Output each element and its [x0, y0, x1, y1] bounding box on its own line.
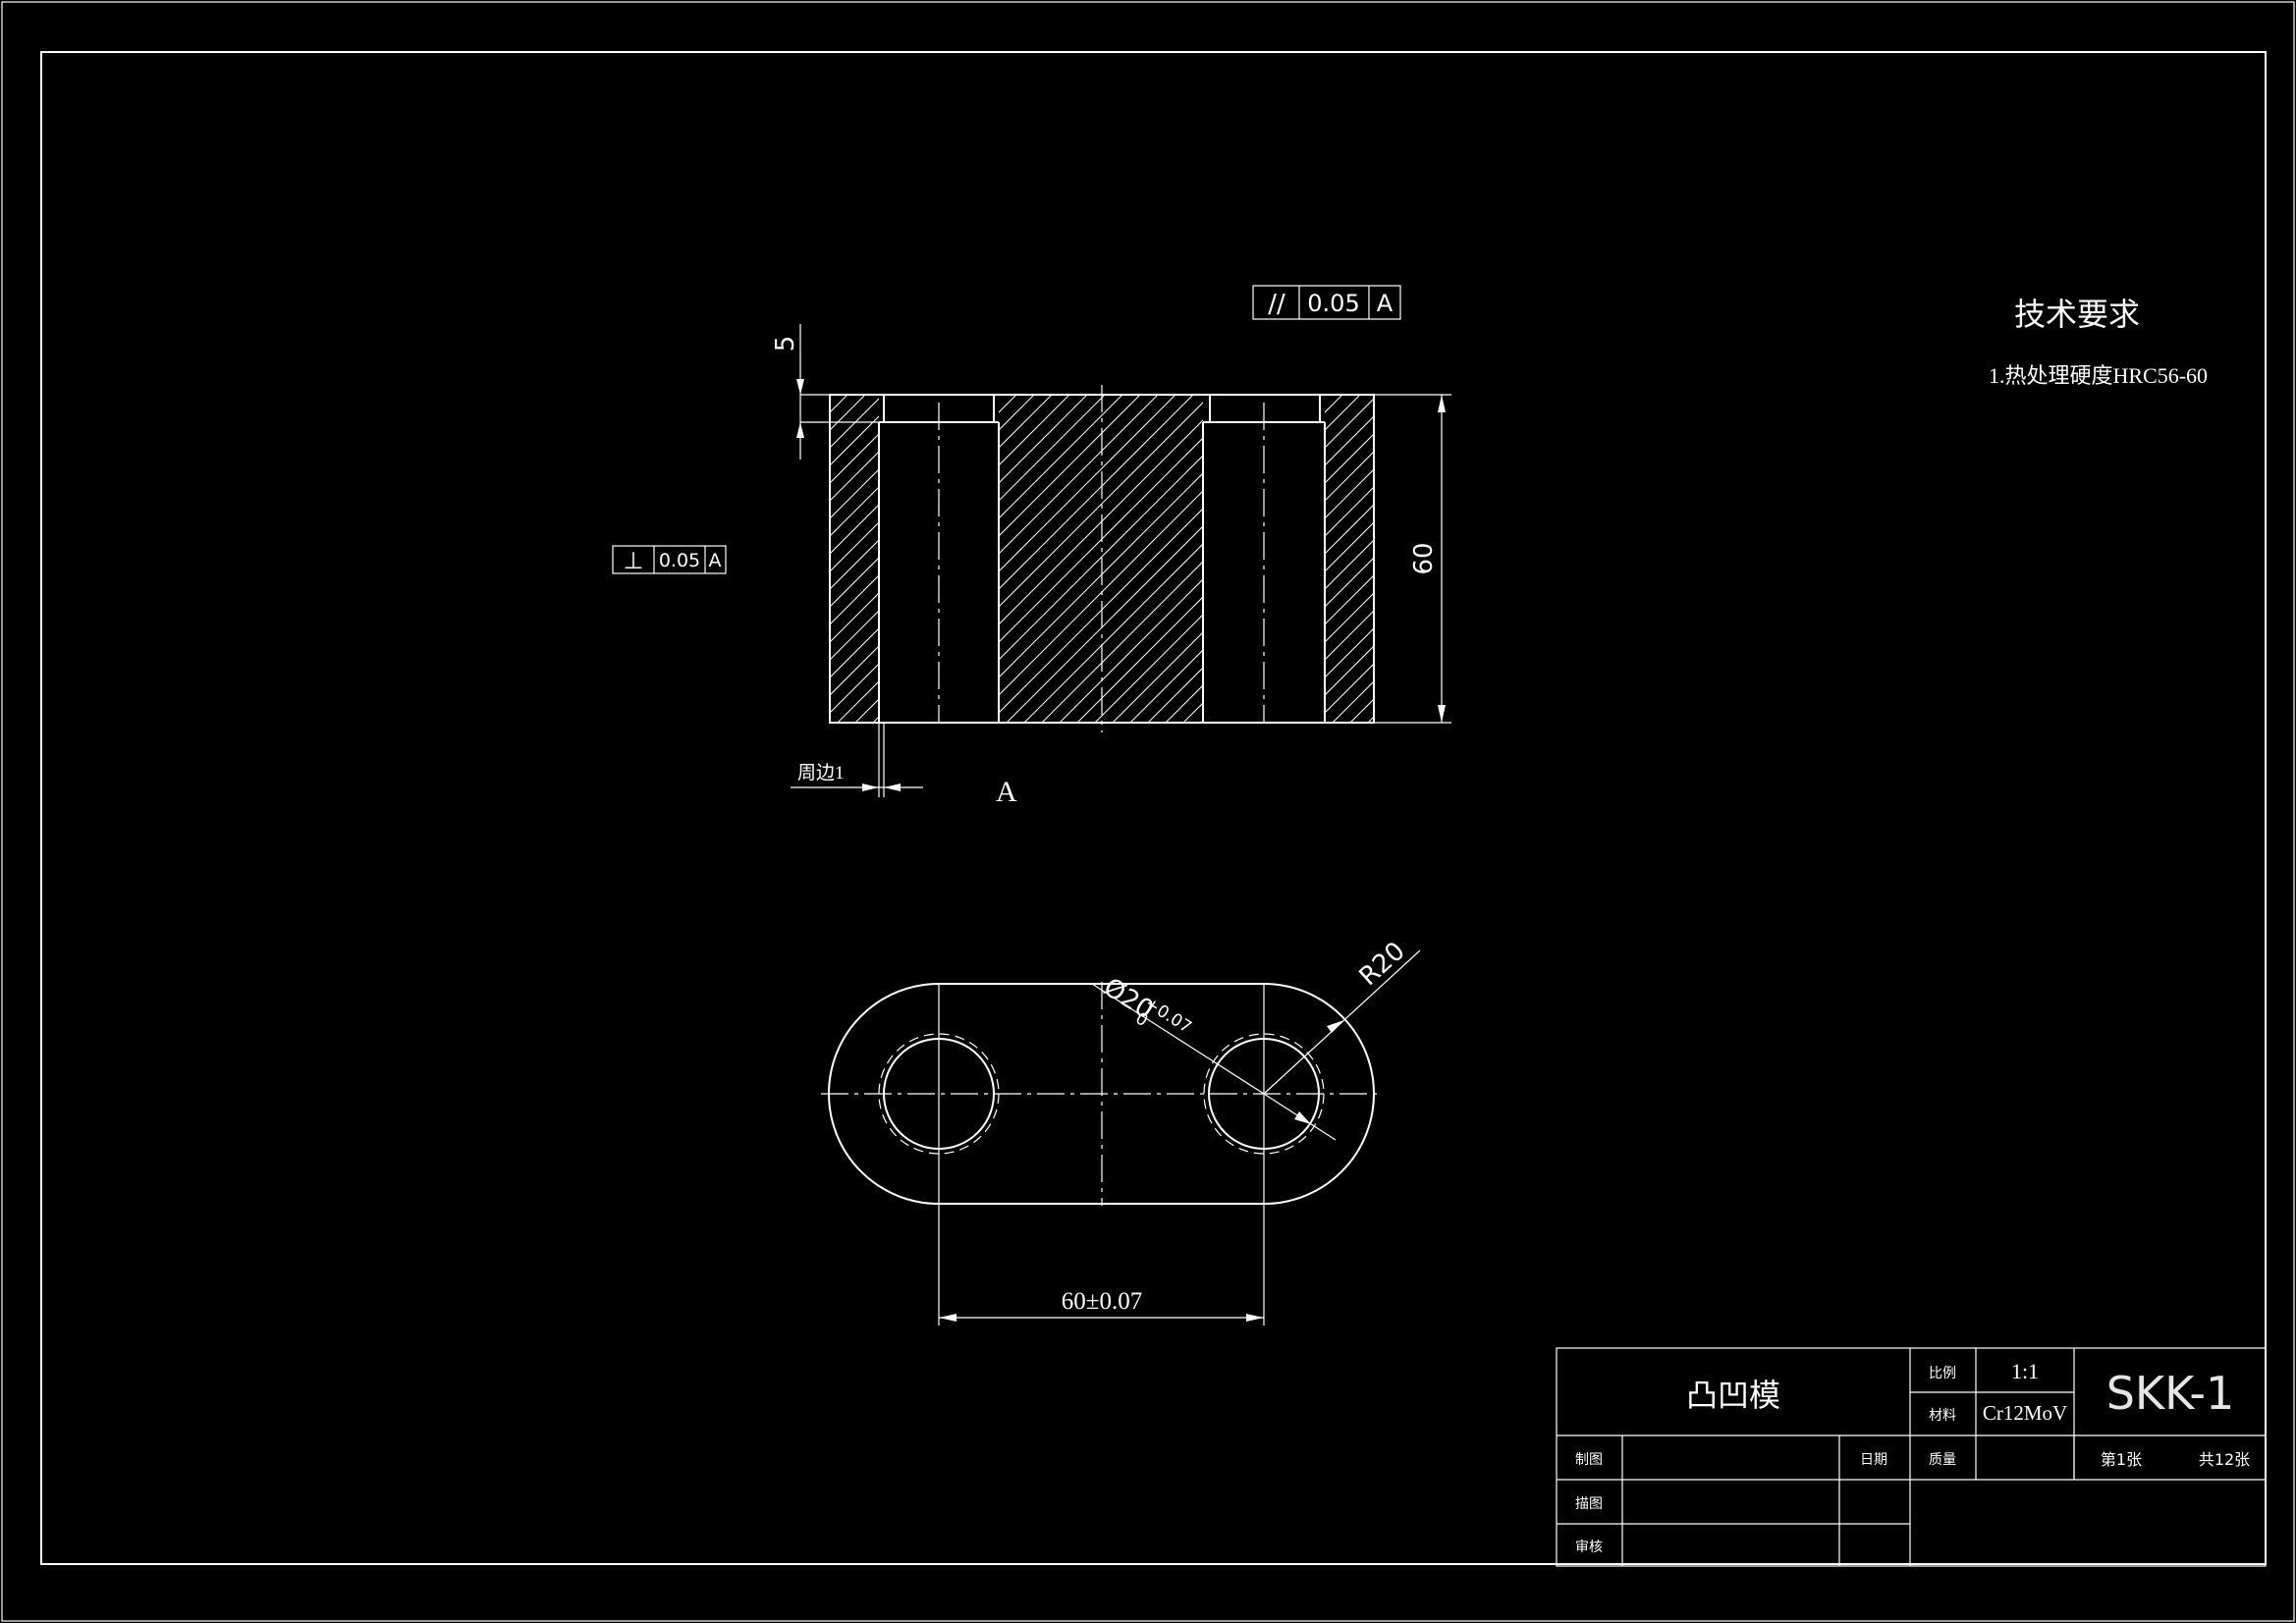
hatch-line: [1325, 521, 1374, 572]
hatch-line: [999, 395, 1159, 555]
sheet-total: 共12张: [2199, 1450, 2250, 1469]
fcf-par-value: 0.05: [1307, 290, 1359, 317]
hatch-line: [830, 539, 879, 590]
scale-label: 比例: [1929, 1366, 1956, 1381]
hatch-line: [830, 663, 879, 714]
hatch-line: [999, 490, 1203, 696]
perpendicularity-icon: ⊥: [624, 547, 644, 574]
drawing-number: SKK-1: [2106, 1367, 2235, 1420]
hatch-line: [1041, 561, 1203, 723]
material-value: Cr12MoV: [1983, 1401, 2067, 1425]
right-counterbore: [1209, 395, 1321, 423]
hatch-line: [999, 395, 1088, 484]
dim-height: 60: [1409, 542, 1439, 574]
dim-radius: R20: [1354, 937, 1411, 993]
hatch-line: [1332, 680, 1374, 723]
fcf-parallelism: // 0.05 A: [1252, 285, 1401, 320]
fcf-perp-value: 0.05: [659, 550, 700, 571]
hatch-line: [1076, 596, 1203, 723]
hatch-line: [1165, 684, 1203, 723]
hatch-line: [1325, 415, 1374, 466]
drawn-by-label: 制图: [1575, 1452, 1603, 1468]
hatch-line: [1200, 720, 1203, 723]
hatch-line: [999, 402, 1203, 608]
datum-label: A: [996, 776, 1017, 808]
hatch-line: [1023, 543, 1203, 723]
hatch-line: [1325, 451, 1374, 502]
hatch-line: [999, 455, 1203, 661]
section-hatching: [830, 395, 1374, 723]
hatch-line: [999, 472, 1203, 678]
tech-requirements-item: 1.热处理硬度HRC56-60: [1989, 363, 2208, 388]
hatch-line: [1325, 395, 1326, 396]
dim-perimeter: 周边1: [797, 762, 845, 784]
material-label: 材料: [1929, 1408, 1956, 1424]
hatch-line: [830, 627, 879, 678]
hatch-line: [830, 395, 866, 431]
hatch-line: [1325, 395, 1361, 431]
hatch-line: [999, 395, 1070, 466]
hatch-line: [999, 395, 1141, 537]
hatch-line: [872, 716, 879, 723]
fcf-perp-datum: A: [709, 550, 722, 571]
hatch-line: [830, 645, 879, 696]
hatch-line: [1325, 468, 1374, 519]
hatch-line: [830, 451, 879, 502]
hatch-line: [1129, 649, 1203, 723]
hatch-line: [999, 508, 1203, 714]
scale-value: 1:1: [2011, 1359, 2039, 1383]
sheet-inner-border: [40, 51, 2267, 1565]
hatch-line: [999, 395, 1123, 519]
tech-requirements-title: 技术要求: [2014, 296, 2140, 333]
hatch-line: [1325, 663, 1374, 714]
hatch-line: [999, 395, 1035, 431]
hatch-line: [1094, 614, 1203, 723]
hatch-line: [1325, 627, 1374, 678]
hatch-line: [830, 610, 879, 661]
hatch-line: [1006, 525, 1203, 723]
dim-center-distance: 60±0.07: [1062, 1288, 1142, 1315]
weight-label: 质量: [1929, 1452, 1956, 1468]
fcf-par-datum: A: [1377, 290, 1394, 317]
hatch-line: [1325, 645, 1374, 696]
hatch-line: [1325, 395, 1343, 413]
hatch-line: [999, 395, 1017, 413]
dim-counterbore-depth: 5: [771, 336, 800, 352]
hatch-line: [837, 680, 879, 723]
hatch-line: [830, 433, 879, 484]
hatch-line: [999, 395, 1106, 502]
sheet-number: 第1张: [2101, 1450, 2142, 1469]
section-view: 5 60 周边1 A ⊥ 0.05 A //: [612, 285, 1451, 808]
hatch-line: [999, 395, 1194, 590]
drafted-label: 描图: [1575, 1496, 1603, 1512]
date-label: 日期: [1860, 1452, 1887, 1468]
hatch-line: [830, 521, 879, 572]
hatch-line: [1182, 702, 1203, 723]
fcf-perpendicularity: ⊥ 0.05 A: [612, 545, 727, 574]
parallelism-icon: //: [1268, 290, 1285, 319]
hatch-line: [1325, 539, 1374, 590]
hatch-line: [999, 419, 1203, 625]
hatch-line: [1325, 592, 1374, 643]
hatch-line: [1325, 574, 1374, 625]
hatch-line: [1059, 578, 1203, 723]
part-name: 凸凹模: [1686, 1377, 1780, 1414]
top-view: 60±0.07 Ø20 +0.07 0 R20: [821, 937, 1421, 1325]
hatch-line: [830, 574, 879, 625]
hatch-line: [830, 415, 879, 466]
hatch-line: [1349, 698, 1374, 723]
title-block: 凸凹模 比例 1:1 材料 Cr12MoV SKK-1 质量 第1张 共12张 …: [1556, 1347, 2267, 1567]
hatch-line: [854, 698, 879, 723]
hatch-line: [999, 395, 1176, 572]
hatch-line: [830, 592, 879, 643]
hatch-line: [999, 437, 1203, 643]
hatch-line: [1112, 631, 1203, 723]
checked-label: 审核: [1575, 1540, 1603, 1555]
hatch-line: [1325, 433, 1374, 484]
